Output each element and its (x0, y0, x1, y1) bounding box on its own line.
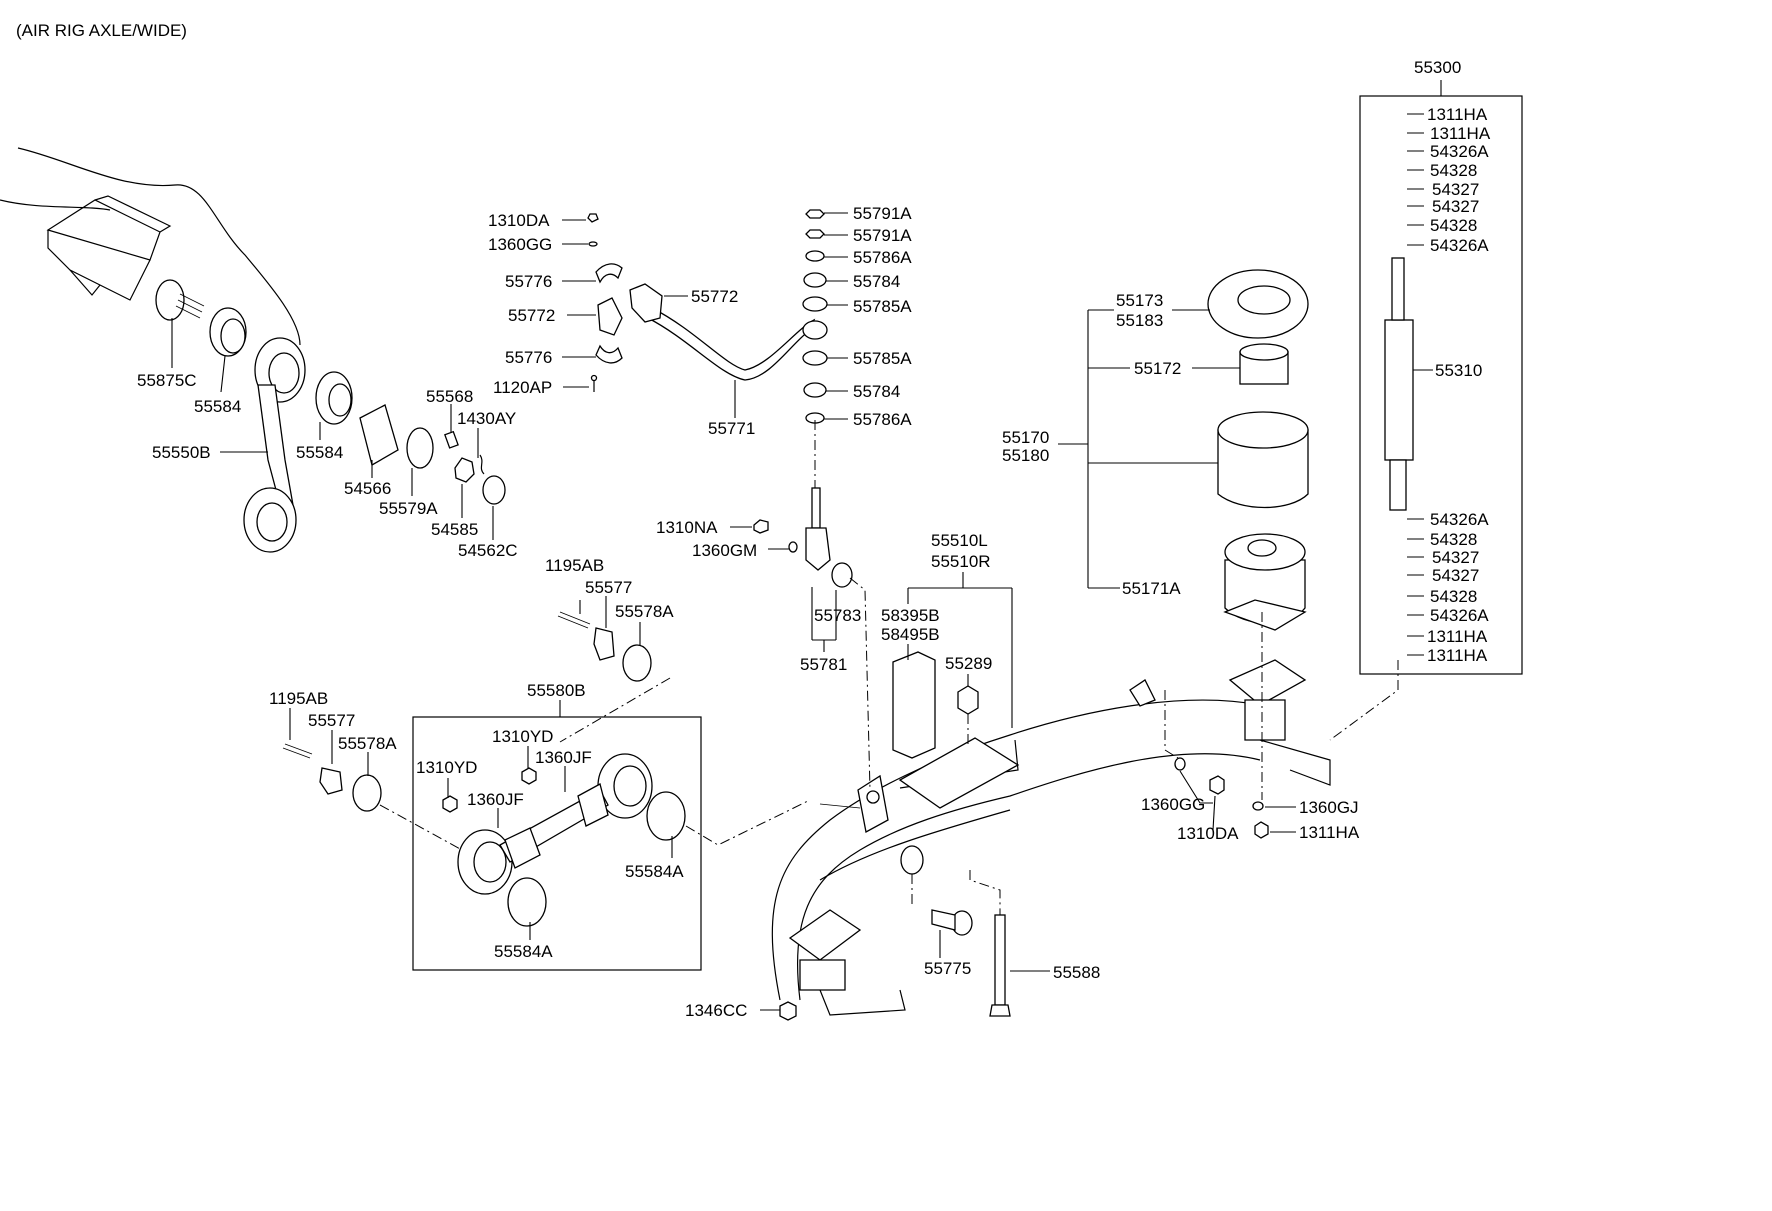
part-label: 55171A (1122, 579, 1181, 598)
part-label: 54327 (1432, 566, 1479, 585)
part-label: 55310 (1435, 361, 1482, 380)
lower-arm-55580b-drawing (282, 611, 702, 971)
part-label: 55776 (505, 348, 552, 367)
part-label: 55772 (691, 287, 738, 306)
part-label: 55784 (853, 272, 900, 291)
part-label: 55578A (615, 602, 674, 621)
part-label: 55784 (853, 382, 900, 401)
part-label: 55577 (308, 711, 355, 730)
part-label: 55786A (853, 248, 912, 267)
part-number-labels: 55300 1311HA 1311HA 54326A 54328 54327 5… (137, 58, 1491, 1020)
part-label: 1311HA (1427, 105, 1488, 124)
part-label: 54562C (458, 541, 518, 560)
stabilizer-bar-55771-drawing (587, 213, 828, 392)
part-label: 55550B (152, 443, 211, 462)
air-spring-55170-drawing (1207, 269, 1309, 631)
part-label: 1311HA (1427, 646, 1488, 665)
part-label: 55791A (853, 226, 912, 245)
part-label: 58495B (881, 625, 940, 644)
part-label: 1430AY (457, 409, 516, 428)
part-label: 54566 (344, 479, 391, 498)
part-label: 55170 (1002, 428, 1049, 447)
parts-diagram: (AIR RIG AXLE/WIDE) (0, 21, 1523, 1021)
part-label: 1311HA (1430, 124, 1491, 143)
part-label: 1310NA (656, 518, 718, 537)
stabilizer-link-55550b-drawing (155, 279, 506, 553)
part-label: 1311HA (1299, 823, 1360, 842)
part-label: 55300 (1414, 58, 1461, 77)
part-label: 55577 (585, 578, 632, 597)
part-label: 55786A (853, 410, 912, 429)
leader-lines (171, 80, 1442, 1011)
part-label: 1195AB (269, 689, 328, 708)
part-label: 55510R (931, 552, 991, 571)
part-label: 54327 (1432, 197, 1479, 216)
part-label: 1346CC (685, 1001, 747, 1020)
part-label: 55289 (945, 654, 992, 673)
part-label: 54585 (431, 520, 478, 539)
part-label: 1195AB (545, 556, 604, 575)
part-label: 1310DA (488, 211, 550, 230)
part-label: 55510L (931, 531, 988, 550)
assembly-center-lines (379, 420, 1399, 915)
part-label: 55776 (505, 272, 552, 291)
part-label: 1360GJ (1299, 798, 1359, 817)
part-label: 1360JF (467, 790, 524, 809)
part-label: 54328 (1430, 587, 1477, 606)
part-label: 55588 (1053, 963, 1100, 982)
part-label: 55772 (508, 306, 555, 325)
part-label: 54328 (1430, 161, 1477, 180)
part-label: 55180 (1002, 446, 1049, 465)
part-label: 54327 (1432, 548, 1479, 567)
misc-hardware-drawing (779, 685, 1269, 1021)
part-label: 55584 (194, 397, 241, 416)
part-label: 55584A (625, 862, 684, 881)
part-label: 1360GG (488, 235, 552, 254)
part-label: 55183 (1116, 311, 1163, 330)
part-label: 55875C (137, 371, 197, 390)
part-label: 55173 (1116, 291, 1163, 310)
part-label: 55584A (494, 942, 553, 961)
part-label: 55578A (338, 734, 397, 753)
axle-beam-drawing (771, 651, 1331, 1016)
part-label: 54326A (1430, 236, 1489, 255)
part-label: 54326A (1430, 510, 1489, 529)
part-label: 1360GM (692, 541, 757, 560)
part-label: 54327 (1432, 180, 1479, 199)
part-label: 55172 (1134, 359, 1181, 378)
part-label: 55785A (853, 297, 912, 316)
part-label: 54328 (1430, 530, 1477, 549)
diagram-title: (AIR RIG AXLE/WIDE) (16, 21, 187, 40)
part-label: 55568 (426, 387, 473, 406)
part-label: 1360JF (535, 748, 592, 767)
part-label: 55783 (814, 606, 861, 625)
part-label: 54326A (1430, 606, 1489, 625)
part-label: 54328 (1430, 216, 1477, 235)
part-label: 1360GG (1141, 795, 1205, 814)
part-label: 55580B (527, 681, 586, 700)
part-label: 55771 (708, 419, 755, 438)
part-label: 1120AP (493, 378, 552, 397)
part-label: 55775 (924, 959, 971, 978)
part-label: 55785A (853, 349, 912, 368)
part-label: 54326A (1430, 142, 1489, 161)
part-label: 1311HA (1427, 627, 1488, 646)
part-label: 55781 (800, 655, 847, 674)
part-label: 55584 (296, 443, 343, 462)
frame-outline-drawing (0, 147, 301, 346)
shock-absorber-55300-drawing (1359, 95, 1523, 675)
part-label: 55791A (853, 204, 912, 223)
part-label: 1310YD (416, 758, 477, 777)
stabilizer-link-55781-drawing (753, 209, 853, 588)
part-label: 58395B (881, 606, 940, 625)
part-label: 55579A (379, 499, 438, 518)
part-label: 1310DA (1177, 824, 1239, 843)
part-label: 1310YD (492, 727, 553, 746)
